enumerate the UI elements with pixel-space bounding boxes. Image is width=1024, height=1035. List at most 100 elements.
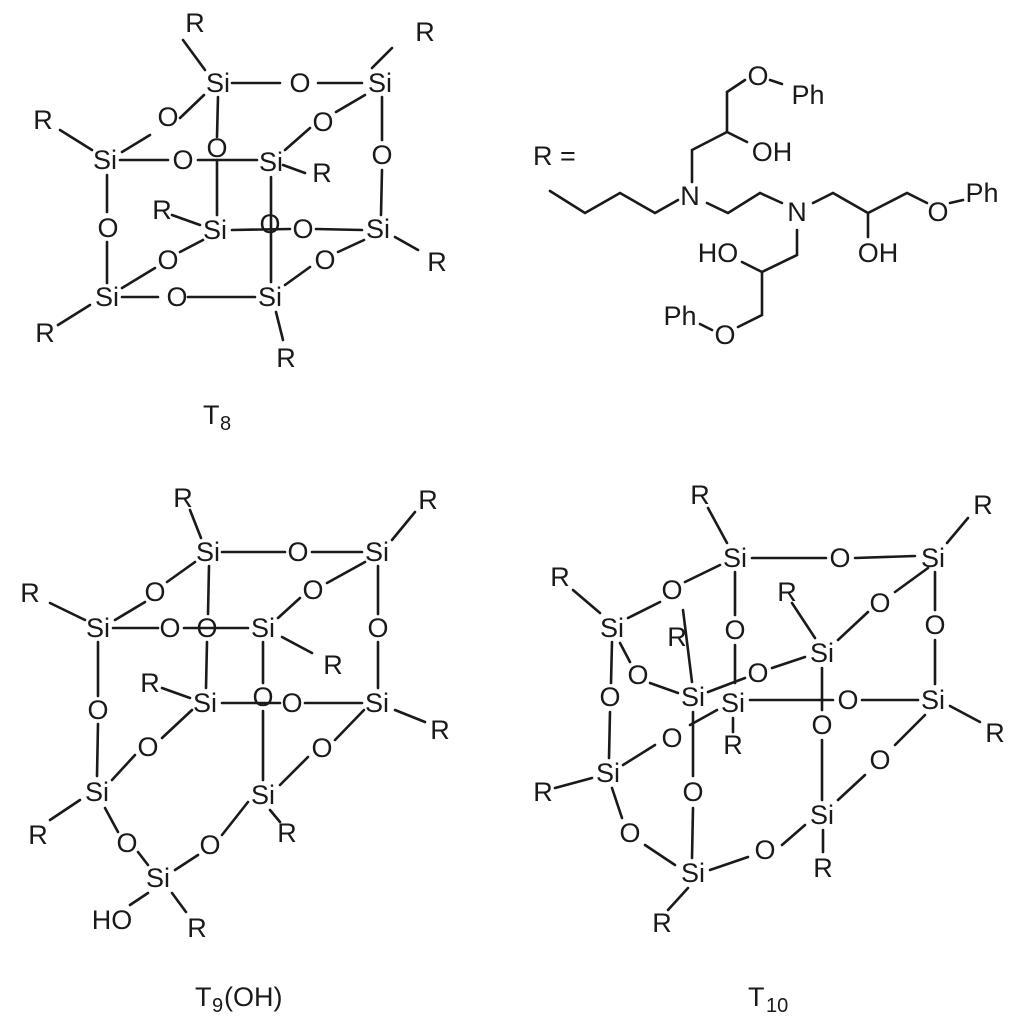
oxygen-atom: O	[172, 145, 193, 175]
silicon-atom: Si	[95, 282, 119, 312]
silicon-atom: Si	[721, 688, 745, 718]
silicon-atom: Si	[810, 800, 834, 830]
silicon-atom: Si	[921, 685, 945, 715]
phenyl-label: Ph	[663, 301, 696, 331]
silicon-atom: Si	[196, 537, 220, 567]
oxygen-atom: O	[144, 577, 165, 607]
r-group-label: R	[185, 8, 205, 38]
silicon-atom: Si	[681, 858, 705, 888]
phenyl-label: Ph	[965, 178, 998, 208]
oxygen-atom: O	[159, 613, 180, 643]
silicon-atom: Si	[85, 777, 109, 807]
structure-label-subscript: 8	[220, 413, 231, 435]
silicon-atom: Si	[193, 688, 217, 718]
oxygen-atom: O	[166, 282, 187, 312]
silicon-atom: Si	[251, 613, 275, 643]
silicon-atom: Si	[251, 780, 275, 810]
silicon-atom: Si	[258, 282, 282, 312]
oxygen-atom: O	[724, 615, 745, 645]
r-group-label: R	[323, 650, 343, 680]
hydroxyl-label: OH	[752, 137, 793, 167]
oxygen-atom: O	[289, 68, 310, 98]
r-group-label: R	[427, 247, 447, 277]
structure-label-main: T	[203, 400, 220, 430]
r-group-label: R	[723, 730, 743, 760]
r-group-label: R	[277, 818, 297, 848]
oxygen-atom: O	[747, 658, 768, 688]
oxygen-atom: O	[869, 745, 890, 775]
silicon-atom: Si	[921, 543, 945, 573]
t8-atoms: R R Si O Si R O O Si O O Si R O R O Si O…	[33, 8, 447, 373]
structure-label-subscript: 10	[766, 995, 788, 1017]
oxygen-atom: O	[661, 575, 682, 605]
r-group-label: R	[276, 343, 296, 373]
structure-t10: R R Si O Si R O R O Si O O R Si O O Si O…	[533, 480, 1005, 1017]
ether-oxygen: O	[927, 197, 948, 227]
silicon-atom: Si	[93, 145, 117, 175]
r-group-label: R	[430, 715, 450, 745]
t10-label: T 10	[748, 982, 788, 1017]
structure-label-main: T	[195, 982, 212, 1012]
r-group-label: R	[187, 913, 207, 943]
r-group-label: R	[35, 318, 55, 348]
oxygen-atom: O	[116, 828, 137, 858]
hydroxyl-label: OH	[858, 238, 899, 268]
silicon-atom: Si	[681, 682, 705, 712]
r-equals-label: R =	[533, 141, 576, 171]
oxygen-atom: O	[97, 213, 118, 243]
oxygen-atom: O	[87, 695, 108, 725]
oxygen-atom: O	[292, 214, 313, 244]
silicon-atom: Si	[259, 147, 283, 177]
r-group-label: R	[813, 853, 833, 883]
r-group-label: R	[152, 195, 172, 225]
oxygen-atom: O	[311, 733, 332, 763]
oxygen-atom: O	[599, 682, 620, 712]
oxygen-atom: O	[682, 777, 703, 807]
oxygen-atom: O	[281, 688, 302, 718]
r-group-label: R	[690, 480, 710, 510]
oxygen-atom: O	[302, 575, 323, 605]
nitrogen-atom: N	[787, 197, 807, 227]
r-group-label: R	[973, 490, 993, 520]
r-group-label: R	[985, 718, 1005, 748]
oxygen-atom: O	[619, 818, 640, 848]
oxygen-atom: O	[924, 610, 945, 640]
oxygen-atom: O	[157, 245, 178, 275]
r-group-label: R	[550, 562, 570, 592]
structure-label-subscript: 9	[212, 995, 223, 1017]
oxygen-atom: O	[829, 543, 850, 573]
silicon-atom: Si	[86, 613, 110, 643]
oxygen-atom: O	[206, 133, 227, 163]
phenyl-label: Ph	[791, 80, 824, 110]
r-group-label: R	[312, 158, 332, 188]
silicon-atom: Si	[365, 537, 389, 567]
structure-t8: R R Si O Si R O O Si O O Si R O R O Si O…	[33, 8, 447, 435]
r-group-label: R	[667, 622, 687, 652]
t9oh-label: T 9 (OH)	[195, 982, 282, 1017]
silicon-atom: Si	[810, 638, 834, 668]
hydroxyl-label: HO	[698, 238, 739, 268]
substituent-r-definition: R = O Ph OH N N O Ph OH HO Ph O	[533, 61, 999, 350]
oxygen-atom: O	[196, 613, 217, 643]
structure-label-main: T	[748, 982, 765, 1012]
oxygen-atom: O	[837, 685, 858, 715]
silicon-atom: Si	[146, 863, 170, 893]
silicon-atom: Si	[206, 68, 230, 98]
silicon-atom: Si	[366, 214, 390, 244]
r-group-label: R	[140, 668, 160, 698]
silicon-atom: Si	[365, 688, 389, 718]
oxygen-atom: O	[312, 107, 333, 137]
r-group-label: R	[415, 17, 435, 47]
t10-atoms: R R Si O Si R O R O Si O O R Si O O Si O…	[533, 480, 1005, 938]
oxygen-atom: O	[314, 245, 335, 275]
r-group-label: R	[33, 105, 53, 135]
oxygen-atom: O	[367, 613, 388, 643]
hydroxyl-label: HO	[92, 905, 133, 935]
r-group-label: R	[652, 908, 672, 938]
r-group-label: R	[777, 577, 797, 607]
oxygen-atom: O	[869, 588, 890, 618]
r-group-label: R	[418, 485, 438, 515]
structure-label-suffix: (OH)	[224, 982, 282, 1012]
t8-label: T 8	[203, 400, 231, 435]
r-group-label: R	[28, 820, 48, 850]
